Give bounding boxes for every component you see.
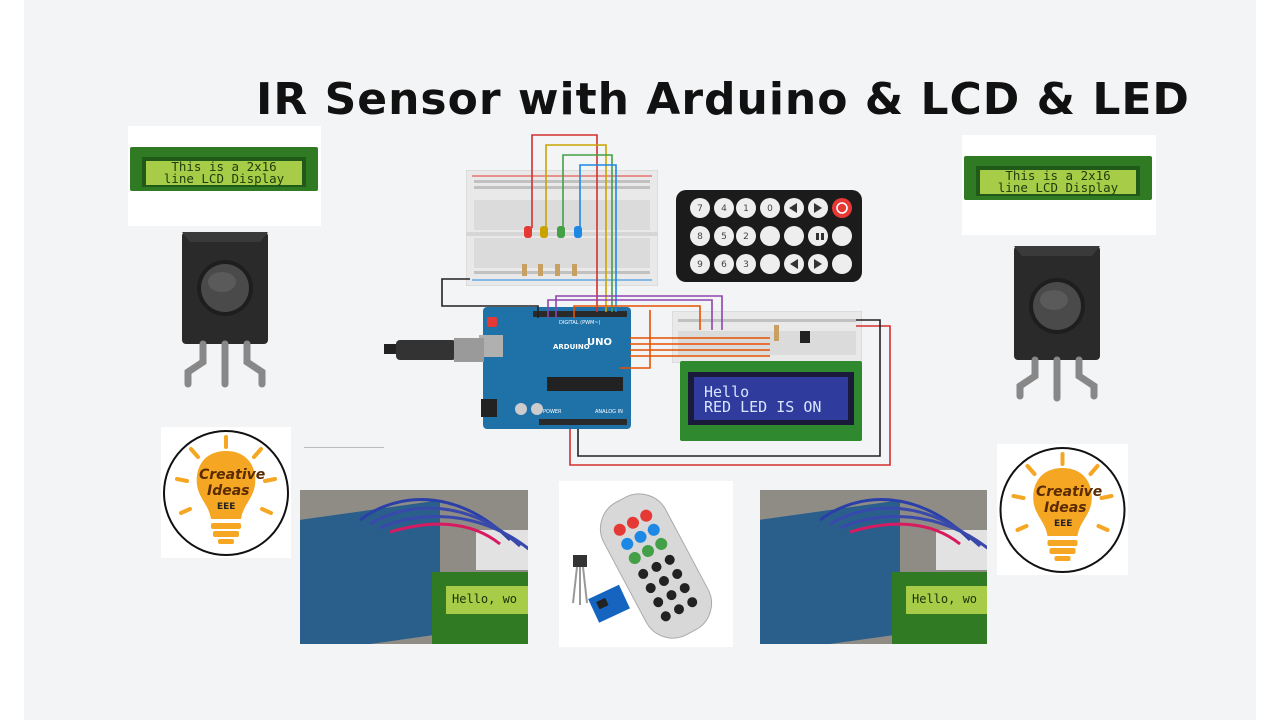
lcd-16x2-blue: Hello RED LED IS ON (680, 361, 862, 441)
creative-ideas-logo-left: Creative Ideas EEE (161, 427, 291, 558)
divider (304, 447, 384, 448)
lcd-line-2: line LCD Display (997, 180, 1119, 195)
photo-lcd-text: Hello, wo (452, 592, 518, 606)
photo-arduino-lcd-right: Hello, wo (760, 490, 987, 644)
remote-key-9: 9 (697, 260, 703, 270)
remote-key-7: 7 (697, 204, 703, 214)
breadboard-top (466, 170, 658, 286)
lcd-screen: Hello RED LED IS ON (694, 377, 848, 420)
lcd-screen: This is a 2x16 line LCD Display (146, 159, 302, 186)
resistors (522, 264, 577, 276)
page-title: IR Sensor with Arduino & LCD & LED (256, 74, 1190, 125)
logo-word-eee: EEE (1054, 519, 1073, 529)
ir-remote-keypad: 7 4 1 0 8 5 2 9 6 3 (676, 190, 862, 282)
usb-cable (384, 338, 484, 362)
arduino-brand: ARDUINO (553, 343, 590, 351)
arduino-analog-label: ANALOG IN (595, 409, 623, 415)
led-yellow (540, 226, 548, 238)
breadboard-right (672, 311, 862, 363)
bulb-icon (999, 447, 1126, 573)
arduino-model: UNO (587, 337, 612, 348)
photo-lcd-screen: Hello, wo (906, 586, 987, 614)
logo-word-creative: Creative (1036, 484, 1103, 500)
arduino-uno-board: DIGITAL (PWM~) ARDUINO UNO POWER ANALOG … (479, 307, 631, 429)
remote-symbol-icons (789, 203, 824, 269)
logo-word-ideas: Ideas (1044, 500, 1087, 516)
remote-key-0: 0 (767, 204, 773, 214)
photo-wires (819, 498, 987, 550)
creative-ideas-logo-right: Creative Ideas EEE (997, 444, 1128, 575)
lcd-line-1: This is a 2x16 (171, 159, 277, 174)
lcd-screen: This is a 2x16 line LCD Display (980, 168, 1136, 195)
photo-lcd-text: Hello, wo (912, 592, 978, 606)
led-green (557, 226, 565, 238)
remote-key-4: 4 (721, 204, 727, 214)
lcd-line-2: line LCD Display (163, 171, 285, 186)
ir-remote-icon (572, 493, 713, 639)
arduino-digital-label: DIGITAL (PWM~) (559, 320, 601, 326)
arduino-power-label: POWER (543, 409, 562, 415)
ir-receiver-left (182, 232, 268, 388)
photo-lcd-screen: Hello, wo (446, 586, 528, 614)
lcd-line-2: RED LED IS ON (704, 398, 822, 416)
remote-key-2: 2 (743, 232, 749, 242)
logo-word-ideas: Ideas (207, 483, 250, 499)
photo-arduino-lcd-left: Hello, wo (300, 490, 528, 644)
lcd-module-right: This is a 2x16 line LCD Display (962, 135, 1156, 235)
remote-key-6: 6 (721, 260, 727, 270)
power-icon (836, 202, 848, 214)
lcd-line-1: Hello (704, 383, 750, 401)
photo-wires (359, 498, 528, 551)
led-blue (574, 226, 582, 238)
lcd-line-1: This is a 2x16 (1005, 168, 1111, 183)
bulb-icon (163, 430, 289, 556)
remote-key-8: 8 (697, 232, 703, 242)
logo-word-creative: Creative (199, 467, 266, 483)
ir-receiver-right (1014, 246, 1100, 402)
remote-key-1: 1 (743, 204, 749, 214)
lcd-module-left: This is a 2x16 line LCD Display (128, 126, 321, 226)
photo-ir-remote-kit (559, 481, 733, 647)
remote-key-5: 5 (721, 232, 727, 242)
logo-word-eee: EEE (217, 502, 236, 512)
remote-key-3: 3 (743, 260, 749, 270)
led-red (524, 226, 532, 238)
